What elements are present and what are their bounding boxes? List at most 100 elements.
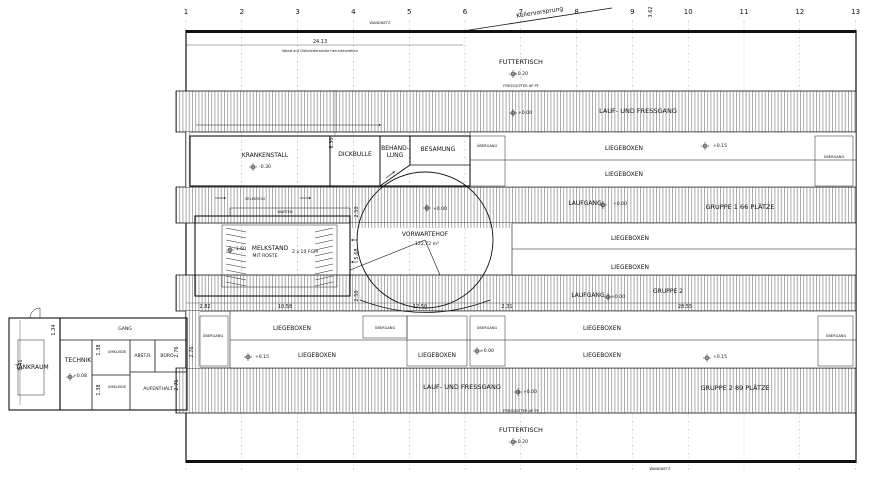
level-liegeboxen-4: +0.00 xyxy=(480,348,494,354)
label-liegeboxen-4: LIEGEBOXEN xyxy=(611,264,649,271)
dim-top-span: 24.13 xyxy=(313,39,327,45)
dim-seg-c: 12.50 xyxy=(413,304,427,310)
axis-label-10-top: 10 xyxy=(684,8,693,16)
label-liegeboxen-3: LIEGEBOXEN xyxy=(611,235,649,242)
level-lauf-top: +0.00 xyxy=(518,110,532,116)
label-liegeboxen-7: LIEGEBOXEN xyxy=(418,352,456,359)
label-gruppe-2: GRUPPE 2 89 PLÄTZE xyxy=(700,383,769,392)
label-melkstand-sub: MIT ROSTE xyxy=(252,253,277,259)
label-krankenstall: KRANKENSTALL xyxy=(242,152,289,159)
label-liegeboxen-6: LIEGEBOXEN xyxy=(298,352,336,359)
axis-label-8-top: 8 xyxy=(574,8,578,16)
level-melkstand: -1.60 xyxy=(234,246,246,252)
melkstand-stall xyxy=(225,245,247,251)
axis-label-4-top: 4 xyxy=(351,8,356,16)
label-aufenthalt: AUFENTHALT xyxy=(143,386,173,392)
level-marker-cross xyxy=(249,163,257,171)
level-marker-cross xyxy=(701,142,709,150)
label-vorwartehof: VORWARTEHOF xyxy=(402,231,449,238)
dimension-lines xyxy=(19,44,856,405)
level-liegeboxen-2: +0.15 xyxy=(255,354,269,360)
level-liegeboxen-1: +0.15 xyxy=(713,143,727,149)
label-vorwartehof-area: 122,72 m² xyxy=(415,241,439,247)
label-wandnetz-top: WANDNETZ xyxy=(370,21,391,25)
label-umkleide-1: UMKLEIDE xyxy=(108,350,127,354)
dim-side-276-b: 2.76 xyxy=(174,379,180,390)
level-laufgang-1: +0.00 xyxy=(613,201,627,207)
dim-seg-e: 28.55 xyxy=(678,304,692,310)
level-vorwartehof: +0.00 xyxy=(433,206,447,212)
melkstand-stall xyxy=(225,251,247,257)
level-lauf-bottom: +0.00 xyxy=(523,389,537,395)
label-dickbulle: DICKBULLE xyxy=(338,151,372,158)
axis-label-13-top: 13 xyxy=(851,8,860,16)
label-futtertisch-bottom: FUTTERTISCH xyxy=(499,426,543,434)
label-liegeboxen-9: LIEGEBOXEN xyxy=(583,352,621,359)
level-marker-cross xyxy=(509,109,517,117)
dim-melkstand-depth: 5.68 xyxy=(354,248,360,259)
slatted-floors xyxy=(175,90,857,414)
label-fressgitter-top: FRESSGITTER AP PF xyxy=(503,84,538,88)
flow-arrows xyxy=(196,123,395,264)
label-liegeboxen-5: LIEGEBOXEN xyxy=(273,325,311,332)
level-marker-cross xyxy=(599,201,607,209)
melkstand-stall xyxy=(314,275,334,281)
dim-gang-width: 1.34 xyxy=(51,324,57,335)
level-marker-cross xyxy=(509,438,517,446)
level-marker-cross xyxy=(423,204,431,212)
dim-seg-d: 2.31 xyxy=(501,304,512,310)
label-kellervorsprung: Kellervorsprung xyxy=(516,5,564,19)
label-wandnetz-bottom: WANDNETZ xyxy=(650,467,671,471)
axis-label-6-top: 6 xyxy=(463,8,468,16)
level-krankenstall: -0.30 xyxy=(259,164,271,170)
axis-label-12-top: 12 xyxy=(795,8,804,16)
melkstand-stall xyxy=(225,281,247,287)
level-laufgang-2: +0.00 xyxy=(611,294,625,300)
label-liegeboxen-8: LIEGEBOXEN xyxy=(583,325,621,332)
axis-label-5-top: 5 xyxy=(407,8,411,16)
dim-seg-b: 10.58 xyxy=(278,304,292,310)
axis-label-11-top: 11 xyxy=(740,8,749,16)
level-marker-cross xyxy=(604,293,612,301)
label-liegeboxen-2: LIEGEBOXEN xyxy=(605,171,643,178)
label-gang: GANG xyxy=(118,326,132,332)
label-fressgitter-bottom: FRESSGITTER AP PF xyxy=(503,409,538,413)
label-lauf-fressgang-bottom: LAUF- UND FRESSGANG xyxy=(423,383,501,391)
level-marker-cross xyxy=(66,373,74,381)
label-besamung: BESAMUNG xyxy=(421,146,456,153)
dim-umkleide-2: 1.38 xyxy=(96,384,102,395)
melkstand-stall xyxy=(314,281,334,287)
label-technik: TECHNIK xyxy=(64,357,92,364)
label-lauf-fressgang-top: LAUF- UND FRESSGANG xyxy=(599,107,677,115)
label-melkstand-fgm: 2 x 10 FGM xyxy=(292,249,318,255)
dim-side-276-a: 2.76 xyxy=(174,346,180,357)
label-laufgang-1: LAUFGANG xyxy=(568,200,602,207)
melkstand-stall xyxy=(314,233,334,239)
label-uebergang-2: ÜBERGANG xyxy=(824,154,845,159)
label-umkleide-2: UMKLEIDE xyxy=(108,385,127,389)
level-markers xyxy=(66,70,711,446)
melkstand-stall xyxy=(314,263,334,269)
label-uebergang-1: ÜBERGANG xyxy=(477,143,498,148)
dim-liegeboxen-width: 8.30 xyxy=(329,137,335,148)
level-marker-cross xyxy=(514,388,522,396)
dim-laufgang-width: 2.50 xyxy=(354,290,360,301)
level-futtertisch-top: +0.20 xyxy=(514,71,528,77)
level-marker-cross xyxy=(473,347,481,355)
melkstand-stall xyxy=(225,233,247,239)
label-gruppe-1: GRUPPE 1 66 PLÄTZE xyxy=(705,202,774,211)
level-technik: +0.08 xyxy=(73,373,87,379)
dim-cut-362: 3.62 xyxy=(648,6,654,17)
level-marker-cross xyxy=(226,246,234,254)
label-warten: WARTEN xyxy=(277,210,293,214)
label-wall-note: Wand auf Gülleleitersenke herunterziehen xyxy=(282,49,358,53)
label-behandlung: BEHAND-LUNG xyxy=(381,145,409,159)
label-tankraum: TANKRAUM xyxy=(14,364,48,371)
melkstand-stall xyxy=(314,269,334,275)
axis-label-1-top: 1 xyxy=(184,8,188,16)
axis-label-3-top: 3 xyxy=(295,8,299,16)
label-gruppe-2-mid: GRUPPE 2 xyxy=(653,288,683,295)
melkstand-stall xyxy=(314,257,334,263)
melkstand-stall xyxy=(314,251,334,257)
